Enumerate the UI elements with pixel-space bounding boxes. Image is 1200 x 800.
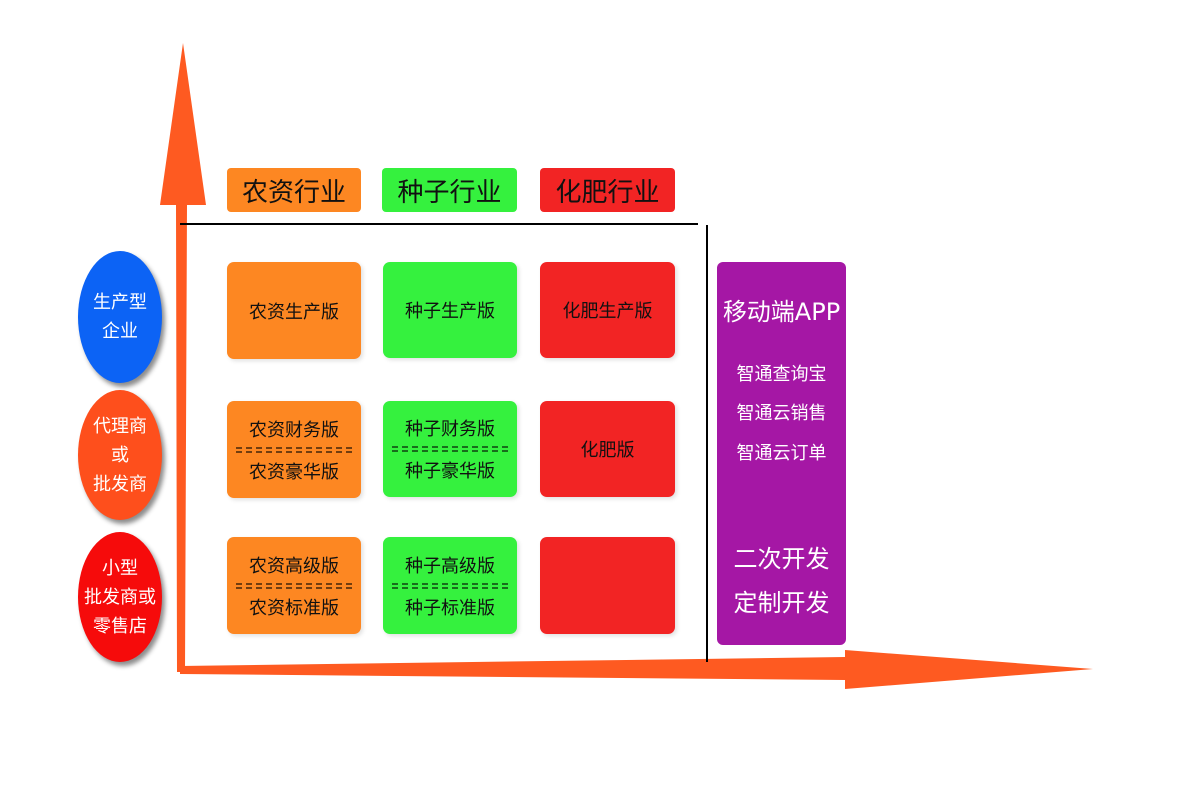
cell-seed-finance-deluxe: 种子财务版 种子豪华版: [383, 401, 517, 497]
cell-label-bottom: 种子豪华版: [405, 461, 495, 482]
row-label-producer: 生产型 企业: [78, 251, 162, 383]
mobile-app-panel: 移动端APP 智通查询宝 智通云销售 智通云订单 二次开发 定制开发: [717, 262, 846, 645]
cell-label-top: 种子高级版: [405, 555, 495, 577]
row-label-text: 企业: [102, 321, 138, 342]
cell-label-top: 农资高级版: [249, 555, 339, 577]
cell-label: 化肥生产版: [562, 301, 653, 322]
cell-agri-advanced-standard: 农资高级版 农资标准版: [227, 537, 361, 634]
y-axis-arrow: [160, 43, 206, 672]
dashed-separator: [392, 582, 508, 589]
cell-fertilizer: 化肥版: [540, 401, 675, 497]
cell-label-top: 农资财务版: [249, 419, 339, 441]
app-item-orders: 智通云订单: [736, 443, 827, 464]
row-label-text: 生产型: [93, 292, 147, 313]
service-custom-dev: 定制开发: [733, 589, 830, 617]
row-label-agent: 代理商 或 批发商: [78, 390, 162, 520]
cell-label: 农资生产版: [249, 301, 339, 323]
column-divider: [706, 225, 708, 662]
row-label-text: 批发商: [93, 473, 147, 495]
row-label-text: 小型: [102, 557, 138, 579]
x-axis-arrow: [180, 650, 1093, 689]
cell-seed-production: 种子生产版: [383, 262, 517, 358]
cell-label-bottom: 农资标准版: [249, 597, 339, 619]
row-label-retailer: 小型 批发商或 零售店: [78, 532, 162, 662]
cell-label: 化肥版: [580, 440, 635, 461]
cell-label-bottom: 种子标准版: [405, 597, 495, 619]
header-fertilizer: 化肥行业: [540, 168, 675, 212]
row-label-text: 批发商或: [84, 586, 156, 608]
cell-label-bottom: 农资豪华版: [249, 461, 339, 483]
row-label-text: 或: [111, 444, 129, 466]
header-seed: 种子行业: [382, 168, 517, 212]
app-item-query: 智通查询宝: [736, 364, 827, 385]
header-agri-inputs: 农资行业: [227, 168, 361, 212]
cell-agri-finance-deluxe: 农资财务版 农资豪华版: [227, 401, 361, 498]
cell-agri-production: 农资生产版: [227, 262, 361, 359]
dashed-separator: [236, 446, 352, 453]
cell-label: 种子生产版: [405, 301, 495, 322]
cell-fertilizer-production: 化肥生产版: [540, 262, 675, 358]
cell-seed-advanced-standard: 种子高级版 种子标准版: [383, 537, 517, 634]
dashed-separator: [236, 582, 352, 589]
cell-label-top: 种子财务版: [405, 419, 495, 440]
app-item-sales: 智通云销售: [736, 403, 827, 424]
header-divider: [180, 223, 698, 225]
app-title: 移动端APP: [722, 298, 841, 326]
dashed-separator: [392, 446, 508, 452]
row-label-text: 零售店: [93, 615, 147, 637]
row-label-text: 代理商: [93, 415, 147, 437]
cell-fertilizer-empty: [540, 537, 675, 634]
service-secondary-dev: 二次开发: [733, 545, 830, 573]
